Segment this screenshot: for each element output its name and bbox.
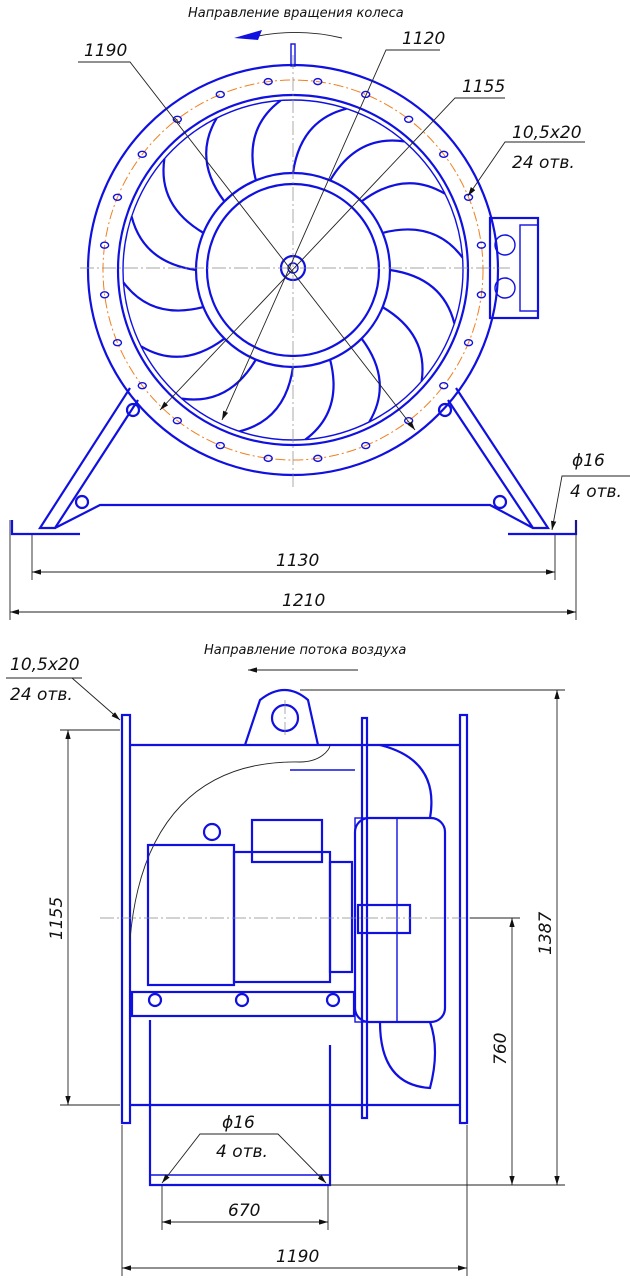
flange-hole bbox=[112, 339, 123, 347]
dim-foot-hole-count: 4 отв. bbox=[570, 482, 622, 502]
airflow-direction-label: Направление потока воздуха bbox=[204, 643, 406, 658]
flange-holes bbox=[99, 77, 487, 463]
side-dim-foot-hole-size: ϕ16 bbox=[222, 1113, 255, 1133]
flange-hole bbox=[361, 441, 371, 450]
outlet-flange bbox=[458, 713, 469, 1125]
flange-hole bbox=[439, 381, 449, 390]
blade bbox=[181, 359, 257, 401]
side-dim-bolt-circle: 1155 bbox=[47, 897, 67, 940]
dim-bolt-circle: 1155 bbox=[462, 77, 505, 97]
blade bbox=[239, 366, 295, 433]
side-dim-flange-holes-size: 10,5x20 bbox=[10, 655, 80, 675]
blade bbox=[205, 117, 226, 203]
blade bbox=[389, 268, 456, 324]
blade bbox=[382, 228, 464, 259]
dim-flange-holes-count: 24 отв. bbox=[512, 153, 575, 173]
inlet-flange bbox=[120, 713, 132, 1125]
side-dim-foot-span: 670 bbox=[228, 1201, 260, 1221]
bolt-circle bbox=[102, 79, 484, 461]
dim-overall-width: 1210 bbox=[282, 591, 325, 611]
terminal-box bbox=[250, 818, 324, 864]
blade bbox=[140, 337, 226, 358]
blade bbox=[291, 107, 347, 174]
blade bbox=[360, 337, 381, 423]
flange-hole bbox=[361, 90, 371, 99]
flange-hole bbox=[137, 150, 147, 159]
flange-hole bbox=[263, 454, 273, 463]
flange-hole bbox=[439, 150, 449, 159]
blade bbox=[130, 216, 197, 272]
side-dim-overall-length: 1190 bbox=[276, 1247, 319, 1267]
blade bbox=[122, 281, 204, 312]
impeller-blades bbox=[122, 99, 464, 441]
motor-base bbox=[130, 990, 356, 1018]
side-dim-axis-height: 760 bbox=[491, 1033, 511, 1065]
flange-hole bbox=[403, 115, 414, 123]
flange-hole bbox=[313, 77, 323, 86]
dim-flange-holes-size: 10,5x20 bbox=[512, 123, 582, 143]
dim-foot-hole-size: ϕ16 bbox=[572, 451, 605, 471]
blade bbox=[329, 139, 405, 181]
flange-hole bbox=[112, 193, 123, 201]
side-dim-flange-holes-count: 24 отв. bbox=[10, 685, 73, 705]
dim-impeller-diameter: 1120 bbox=[402, 29, 445, 49]
blade bbox=[304, 359, 335, 441]
flange-hole bbox=[263, 77, 273, 86]
rotation-direction-label: Направление вращения колеса bbox=[188, 6, 404, 21]
dim-foot-span: 1130 bbox=[276, 551, 319, 571]
front-view: Направление вращения колеса bbox=[9, 6, 630, 620]
flange-hole bbox=[463, 339, 474, 347]
motor-end bbox=[146, 843, 236, 987]
dim-outer-diameter: 1190 bbox=[84, 41, 127, 61]
flange-hole bbox=[99, 241, 110, 249]
impeller-hub bbox=[353, 816, 447, 1024]
flange-hole bbox=[172, 417, 183, 425]
flange-hole bbox=[99, 291, 110, 299]
flange-hole bbox=[476, 241, 487, 249]
flange-hole bbox=[215, 90, 225, 99]
motor-body bbox=[232, 850, 332, 984]
shaft-coupling bbox=[356, 903, 412, 935]
flange-hole bbox=[172, 115, 183, 123]
support-frame bbox=[148, 1020, 332, 1187]
flange-hole bbox=[215, 441, 225, 450]
blade bbox=[251, 99, 282, 181]
lifting-eye bbox=[243, 688, 320, 746]
blade bbox=[162, 158, 204, 234]
side-dim-foot-hole-count: 4 отв. bbox=[216, 1142, 268, 1162]
side-dim-overall-height: 1387 bbox=[536, 912, 556, 955]
blade bbox=[382, 306, 424, 382]
blade bbox=[360, 182, 446, 203]
flange-hole bbox=[137, 381, 147, 390]
flange-hole bbox=[313, 454, 323, 463]
rotation-arrow-icon bbox=[234, 30, 343, 40]
side-view: Направление потока воздуха bbox=[6, 643, 565, 1276]
support-legs bbox=[10, 387, 578, 536]
flange-hole bbox=[476, 291, 487, 299]
